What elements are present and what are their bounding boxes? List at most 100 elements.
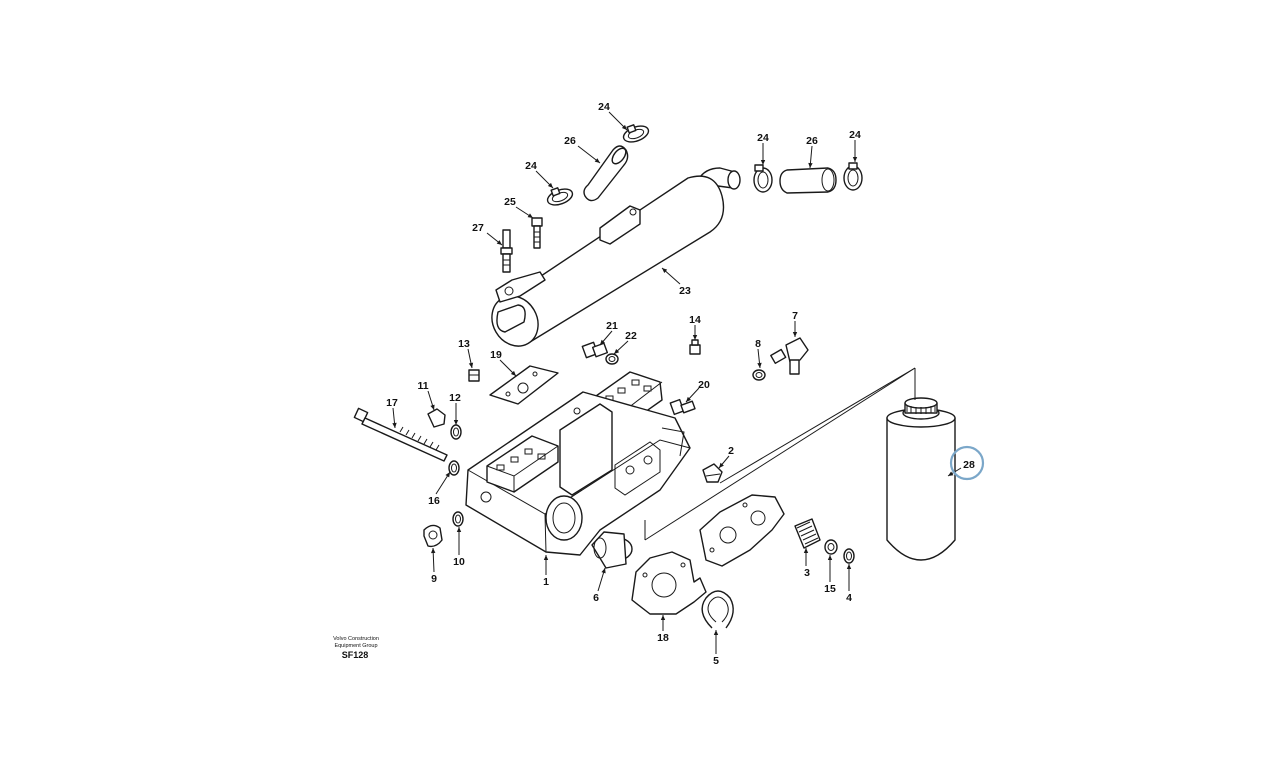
callout-arrowhead [468,362,474,368]
o-ring-10 [452,511,464,527]
callout-27: 27 [472,222,503,246]
circlip-4 [843,548,855,564]
callout-18: 18 [657,615,669,644]
thermostat-housing [465,391,691,556]
callout-6: 6 [593,567,606,604]
o-ring-22 [605,353,619,365]
company-line-1: Volvo Construction [333,636,379,642]
o-ring-8b [752,369,766,381]
callout-arrowhead [948,471,954,476]
plug-2 [702,463,723,483]
callout-21: 21 [599,320,618,346]
callout-arrowhead [527,213,533,218]
callout-26: 26 [564,135,601,164]
callout-arrowhead [803,548,809,553]
callout-arrowhead [496,240,502,245]
callout-arrowhead [660,615,666,620]
callout-3: 3 [803,548,810,579]
hose-clamp-right-1 [753,164,773,193]
o-ring-12 [450,424,462,440]
callout-label: 26 [564,135,576,147]
callout-label: 24 [525,160,537,172]
callout-label: 13 [458,338,470,350]
callout-arrowhead [392,422,397,428]
callout-label: 3 [804,567,810,579]
callout-label: 4 [846,592,852,604]
oil-cooler [491,175,725,347]
callout-arrowhead [621,124,627,130]
hose-assembly-right [697,162,863,195]
callout-arrowhead [827,555,833,560]
callout-arrowhead [792,332,798,337]
callout-label: 22 [625,330,637,342]
callout-arrowhead [453,420,459,425]
callout-7: 7 [792,310,798,337]
callout-arrowhead [719,462,724,468]
oil-filter-28 [886,397,956,561]
callout-label: 15 [824,583,836,595]
callout-2: 2 [718,445,734,469]
callout-15: 15 [824,555,836,595]
callout-11: 11 [417,380,435,411]
callout-label: 27 [472,222,484,234]
callout-arrowhead [760,160,766,165]
thermostat-6 [591,531,633,569]
callout-26: 26 [806,135,818,169]
callout-arrowhead [662,268,668,273]
company-line-2: Equipment Group [334,643,377,649]
callout-arrowhead [614,348,620,354]
washer-15 [824,539,838,555]
callout-14: 14 [689,314,701,340]
washer-16 [448,460,460,476]
callout-label: 16 [428,495,440,507]
callout-10: 10 [453,527,465,568]
callout-arrowhead [600,339,605,345]
callout-24: 24 [849,129,861,162]
diagram-code: SF128 [342,650,369,660]
plug-11 [427,408,446,428]
hose-clamp-top [622,124,650,143]
callout-label: 23 [679,285,691,297]
callout-label: 1 [543,576,549,588]
callout-20: 20 [685,379,710,403]
callout-23: 23 [661,267,691,297]
callout-label: 25 [504,196,516,208]
callout-label: 11 [417,380,428,392]
callout-arrowhead [547,182,553,188]
callout-label: 19 [490,349,502,361]
callout-22: 22 [613,330,637,355]
callout-label: 7 [792,310,798,322]
callout-arrowhead [846,564,852,569]
callout-arrowhead [594,158,600,163]
circlip-5 [701,590,734,629]
gasket-19 [489,365,559,405]
bolt-25 [531,217,543,249]
callout-arrowhead [852,157,858,162]
fitting-7 [785,337,809,375]
spring-3 [794,518,821,549]
callout-label: 26 [806,135,818,147]
callout-label: 17 [386,397,398,409]
hose-clamp-right-2 [843,162,863,191]
gasket-upper [699,494,785,567]
callout-label: 2 [728,445,734,457]
callout-arrowhead [713,630,719,635]
callout-arrowhead [757,362,762,368]
callout-label: 14 [689,314,701,326]
callout-arrowhead [692,335,698,340]
plug-9 [423,524,443,548]
callout-arrowhead [543,555,549,560]
callout-13: 13 [458,338,474,369]
callout-label: 24 [757,132,769,144]
callout-4: 4 [846,564,852,604]
plug-13 [468,369,480,382]
callout-label: 24 [849,129,861,141]
plug-14 [689,339,701,355]
callout-arrowhead [686,396,692,402]
callout-label: 21 [606,320,618,332]
callout-label: 10 [453,556,465,568]
callout-arrowhead [510,370,516,376]
callout-arrowhead [808,162,813,168]
callout-label: 20 [698,379,710,391]
